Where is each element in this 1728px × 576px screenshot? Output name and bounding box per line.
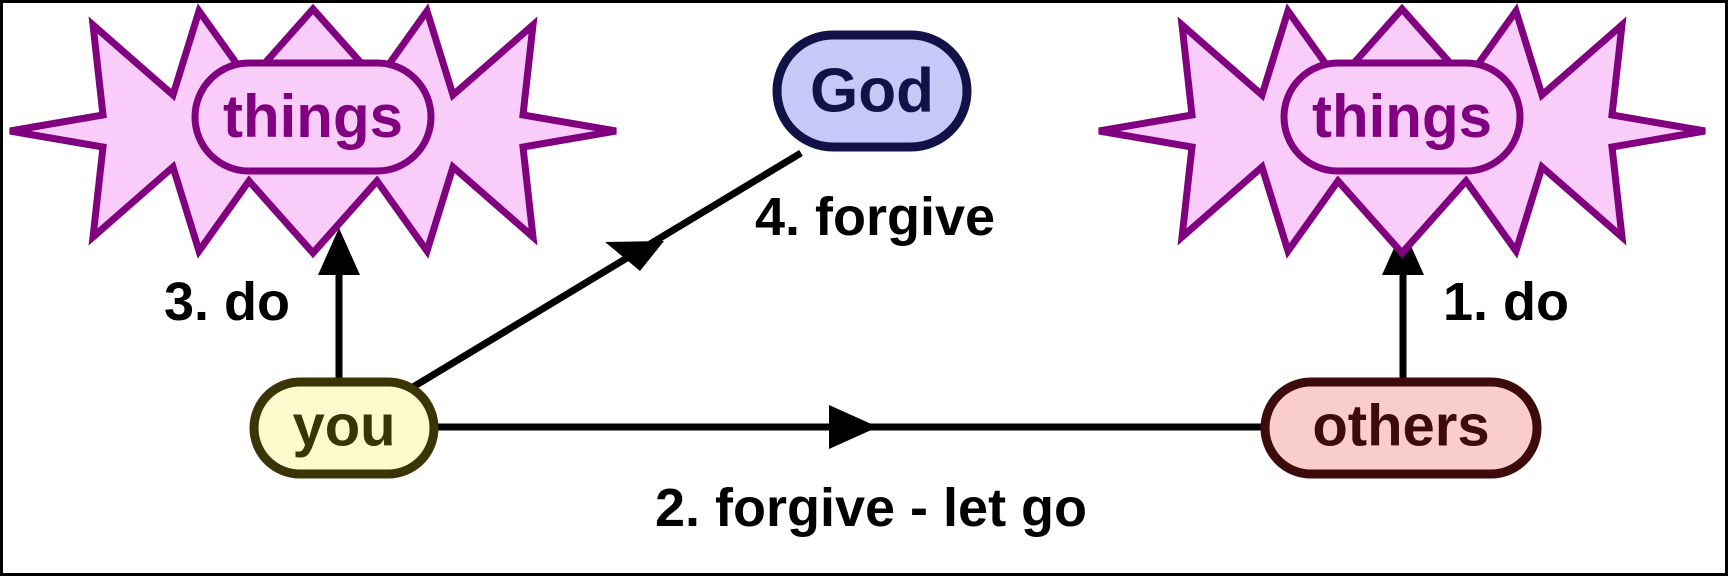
starburst-inner-pill-right: [1280, 59, 1524, 175]
node-label-things-left: things: [223, 83, 403, 150]
node-god[interactable]: God: [772, 30, 972, 152]
node-others[interactable]: others: [1260, 377, 1542, 479]
node-label-things-right: things: [1312, 83, 1492, 150]
edge-you-god-shaft: [411, 150, 803, 390]
edge-label-1-do: 1. do: [1443, 272, 1569, 332]
edge-you-others-arrowhead: [829, 405, 878, 449]
node-label-you: you: [292, 393, 395, 458]
edge-you-god: [411, 150, 803, 390]
edge-you-god-arrowhead: [605, 241, 664, 271]
node-you[interactable]: you: [249, 377, 439, 479]
node-shape-god: [772, 30, 972, 152]
edge-label-3-do: 3. do: [164, 272, 290, 332]
node-things-right[interactable]: things: [1098, 3, 1706, 259]
edge-label-4-forgive: 4. forgive: [755, 187, 995, 247]
node-things-left[interactable]: things: [9, 3, 617, 259]
edge-you-things-left: [318, 228, 360, 388]
node-shape-you: [249, 377, 439, 479]
node-label-others: others: [1312, 393, 1489, 458]
starburst-inner-pill-left: [191, 59, 435, 175]
diagram-svg: things things God you others 3. do 2. fo…: [9, 3, 1706, 538]
edge-label-2-forgive-let-go: 2. forgive - let go: [655, 478, 1087, 538]
edge-you-others: [428, 405, 1265, 449]
edge-you-things-left-arrowhead: [318, 228, 360, 275]
node-shape-others: [1260, 377, 1542, 479]
node-label-god: God: [810, 56, 934, 125]
